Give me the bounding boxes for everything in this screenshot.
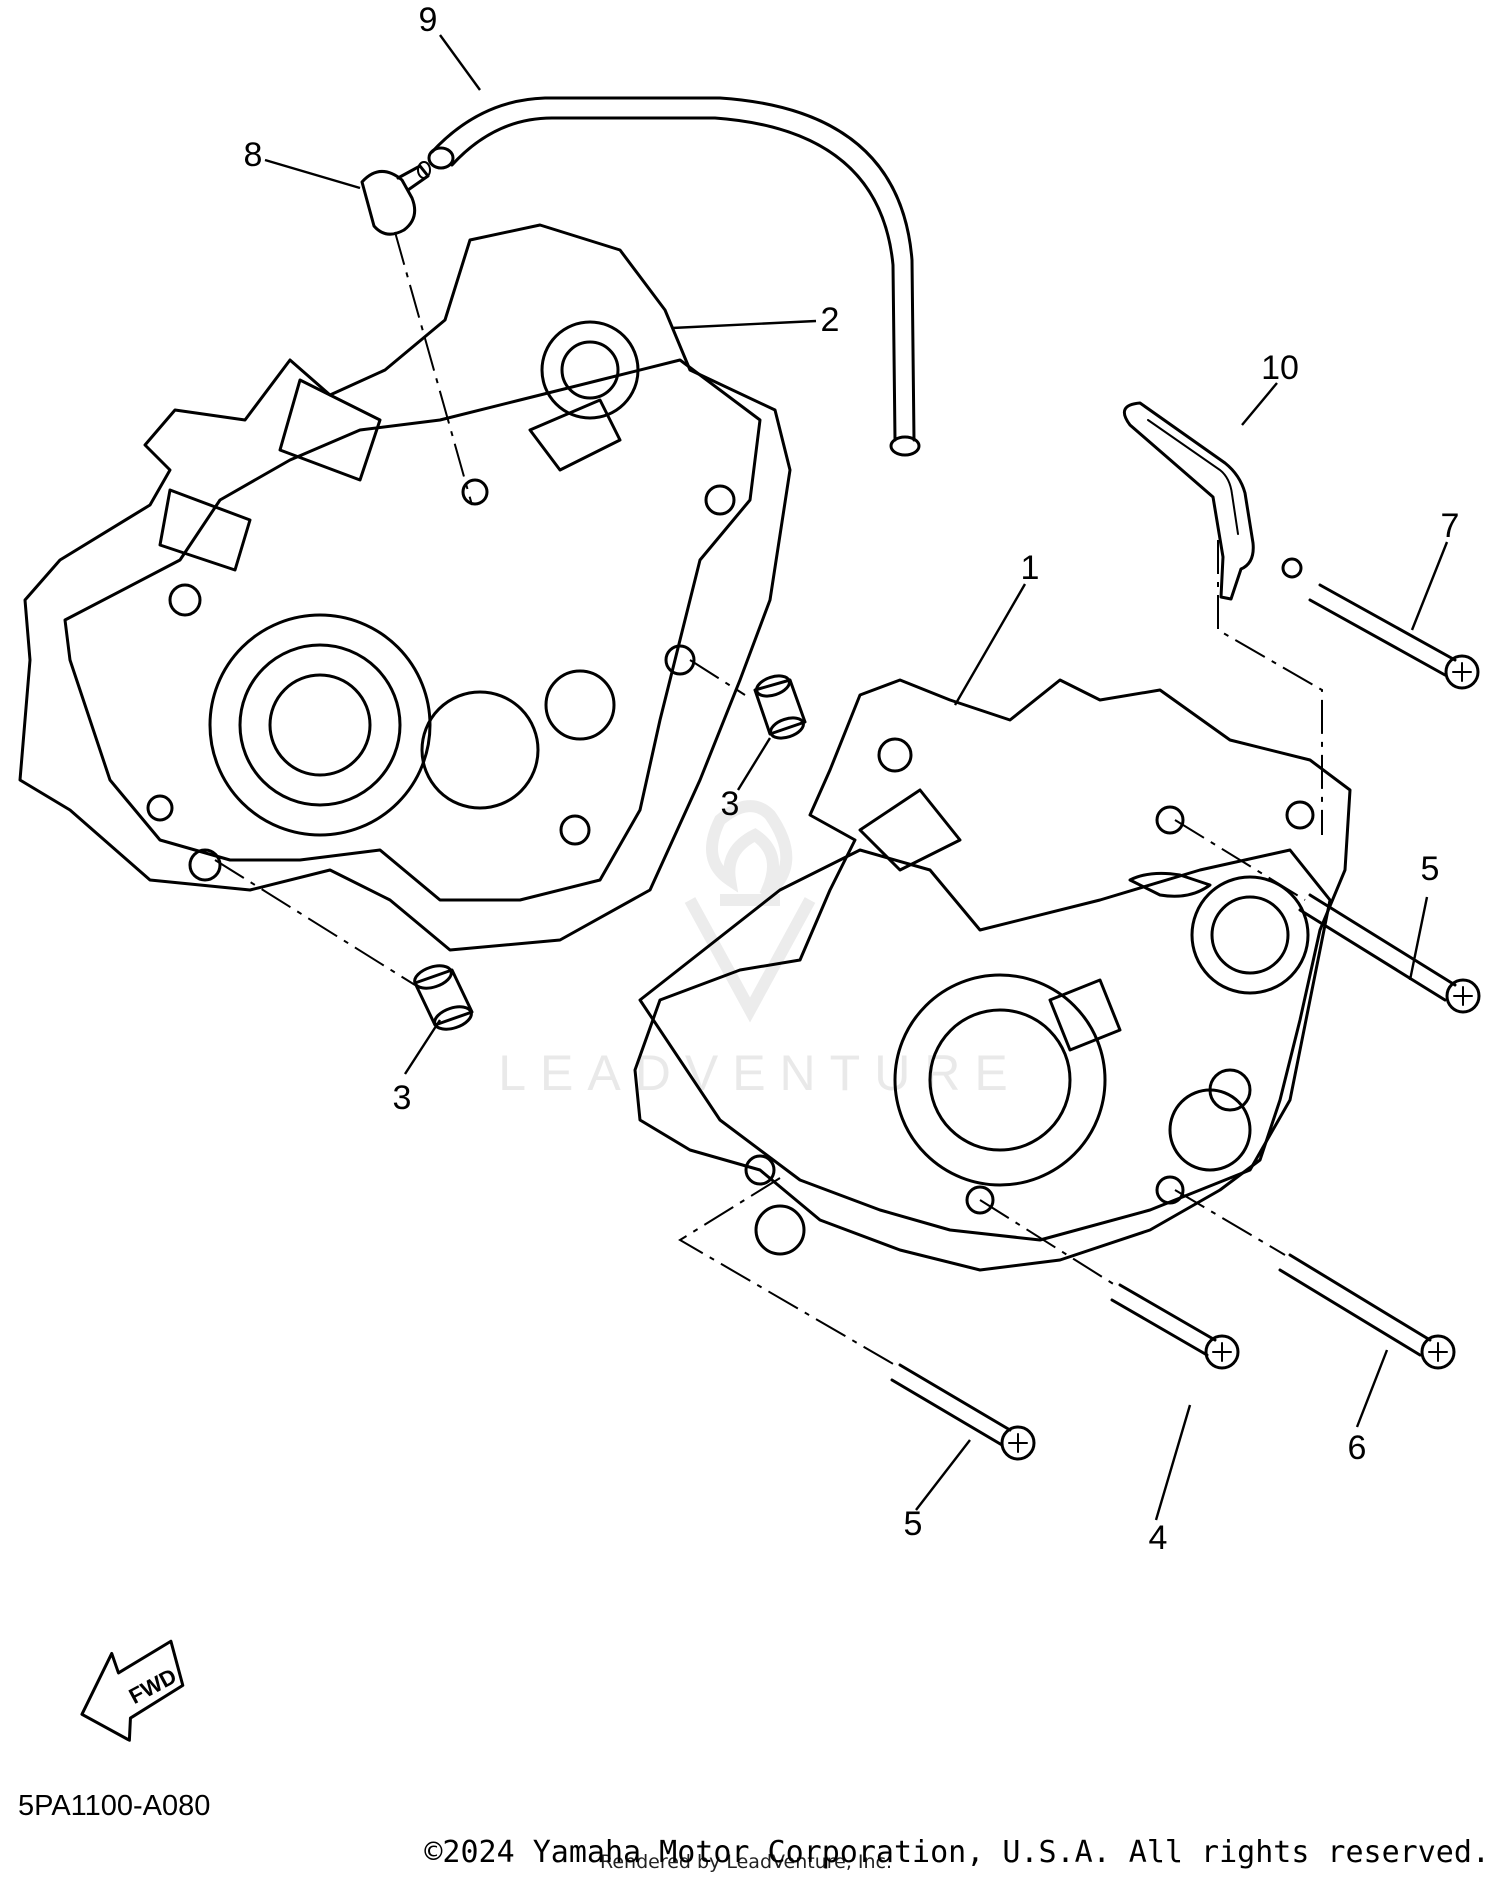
fwd-arrow: FWD (80, 1639, 185, 1742)
bolt-7 (1308, 583, 1480, 690)
callout-7: 7 (1441, 507, 1460, 545)
dowel-pin-upper (753, 674, 807, 740)
left-crankcase (18, 223, 792, 952)
bolt-6 (1174, 1189, 1456, 1370)
callout-numbers: 9 8 2 10 7 1 3 3 5 3 5 4 6 (244, 1, 1460, 1557)
hose-bracket (1122, 401, 1303, 601)
hose-fitting (360, 161, 431, 236)
bracket-centerline (1217, 540, 1323, 835)
dowel-centerline-upper (689, 659, 746, 696)
callout-8: 8 (244, 136, 263, 174)
callout-6: 6 (1348, 1429, 1367, 1467)
bolt-5-lower (678, 1177, 1036, 1461)
callout-10: 10 (1261, 349, 1299, 387)
callout-3-upper: 3 (721, 785, 740, 823)
drawing-code: 5PA1100-A080 (18, 1790, 211, 1822)
watermark-text: LEADVENTURE (498, 1045, 1022, 1101)
callout-1: 1 (1021, 549, 1040, 587)
callout-9: 9 (419, 1, 438, 39)
bolt-4 (979, 1199, 1240, 1370)
dowel-centerline-lower (214, 859, 416, 986)
leadventure-watermark: LEADVENTURE (498, 800, 1022, 1101)
callout-5-lower: 5 (904, 1505, 923, 1543)
bolt-5-right (1174, 819, 1481, 1014)
right-crankcase (633, 678, 1352, 1272)
breather-hose (427, 96, 921, 457)
fitting-centerline (394, 231, 473, 506)
copyright-notice: ©2024 Yamaha Motor Corporation, U.S.A. A… (424, 1835, 1490, 1870)
callout-4: 4 (1149, 1519, 1168, 1557)
dowel-pin-lower (413, 964, 474, 1031)
callout-2: 2 (821, 301, 840, 339)
rendered-by-text: Rendered by LeadVenture, Inc. (600, 1851, 893, 1873)
callout-3-lower: 3 (393, 1079, 412, 1117)
callout-5-right: 5 (1421, 850, 1440, 888)
fwd-label: FWD (125, 1663, 181, 1709)
leader-lines (264, 34, 1449, 1521)
